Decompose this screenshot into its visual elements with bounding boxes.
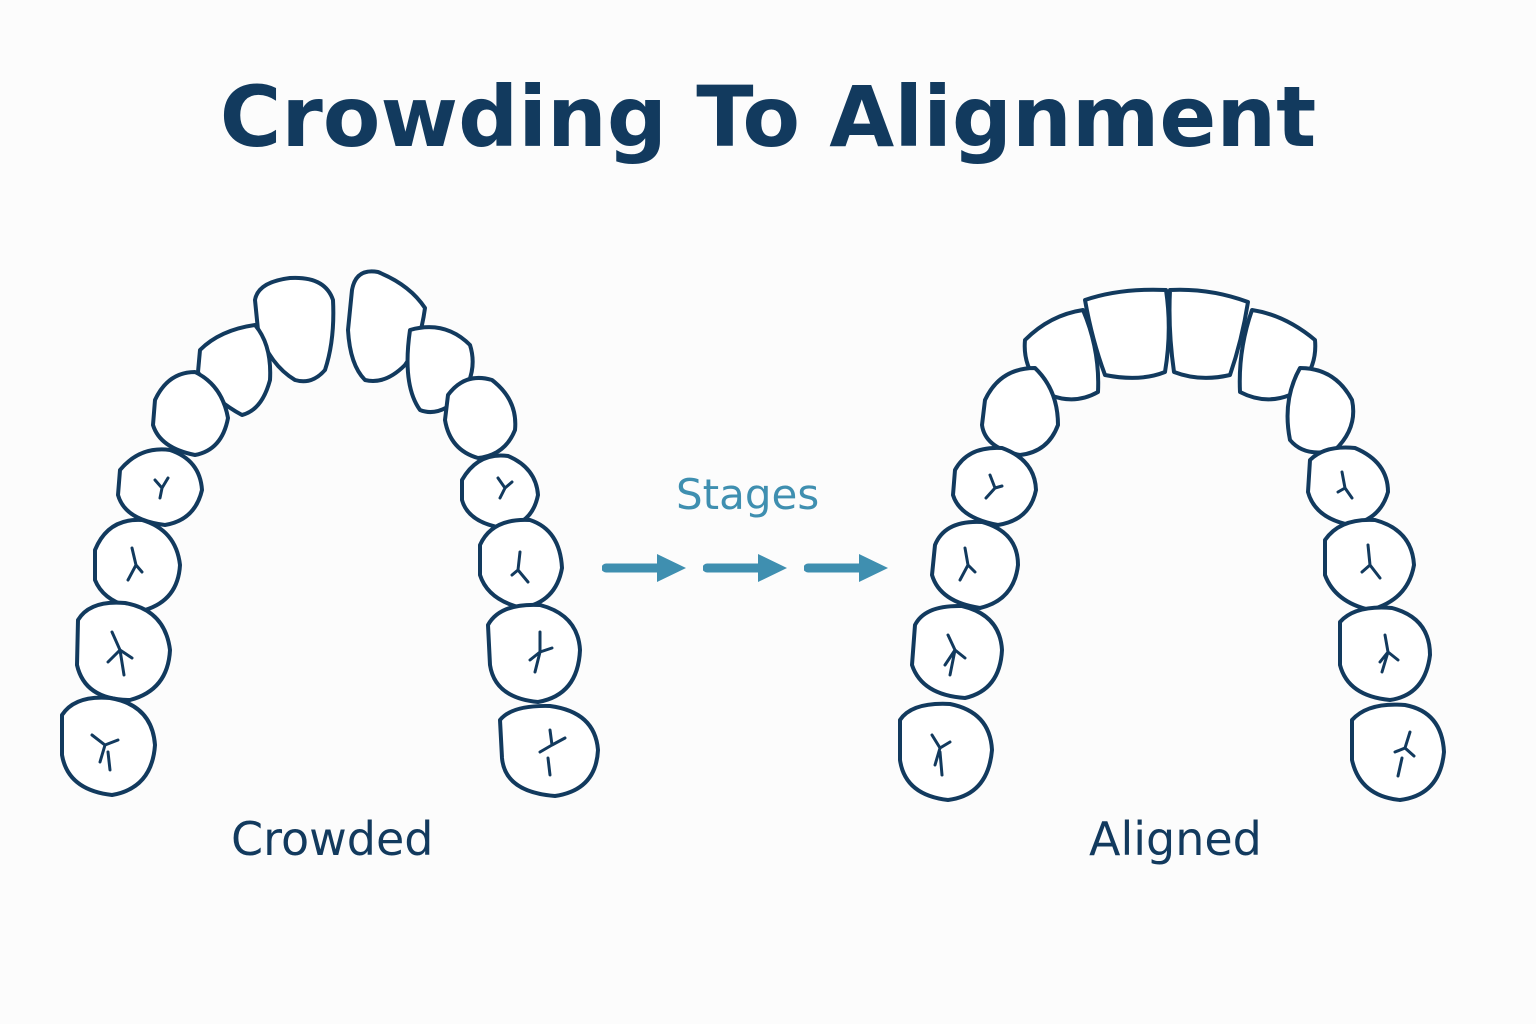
stage-arrow-3 [804,554,888,582]
crowded-tooth-molar2-right [498,703,600,798]
crowded-label: Crowded [231,812,434,866]
crowded-tooth-canine-right [443,375,518,460]
stages-label: Stages [676,470,820,519]
stage-arrow-1 [602,554,686,582]
stage-arrow-2 [703,554,787,582]
aligned-tooth-molar2-left [898,701,994,802]
aligned-label: Aligned [1089,812,1262,866]
aligned-tooth-canine-right [1285,366,1356,455]
crowded-tooth-molar2-left [60,695,157,797]
crowded-tooth-central-left [253,275,336,384]
crowded-tooth-canine-left [151,370,230,457]
crowded-tooth-molar1-right [486,602,582,704]
aligned-tooth-canine-left [980,366,1060,457]
crowded-tooth-premolar1-right [460,453,540,530]
diagram-title: Crowding To Alignment [219,68,1317,166]
aligned-tooth-central-right [1167,287,1250,380]
aligned-tooth-premolar1-right [1306,445,1390,527]
aligned-arch [898,287,1446,802]
aligned-tooth-central-left [1083,287,1171,380]
crowded-arch [60,269,600,798]
crowded-tooth-premolar2-right [478,517,564,610]
aligned-tooth-premolar2-left [930,519,1020,610]
